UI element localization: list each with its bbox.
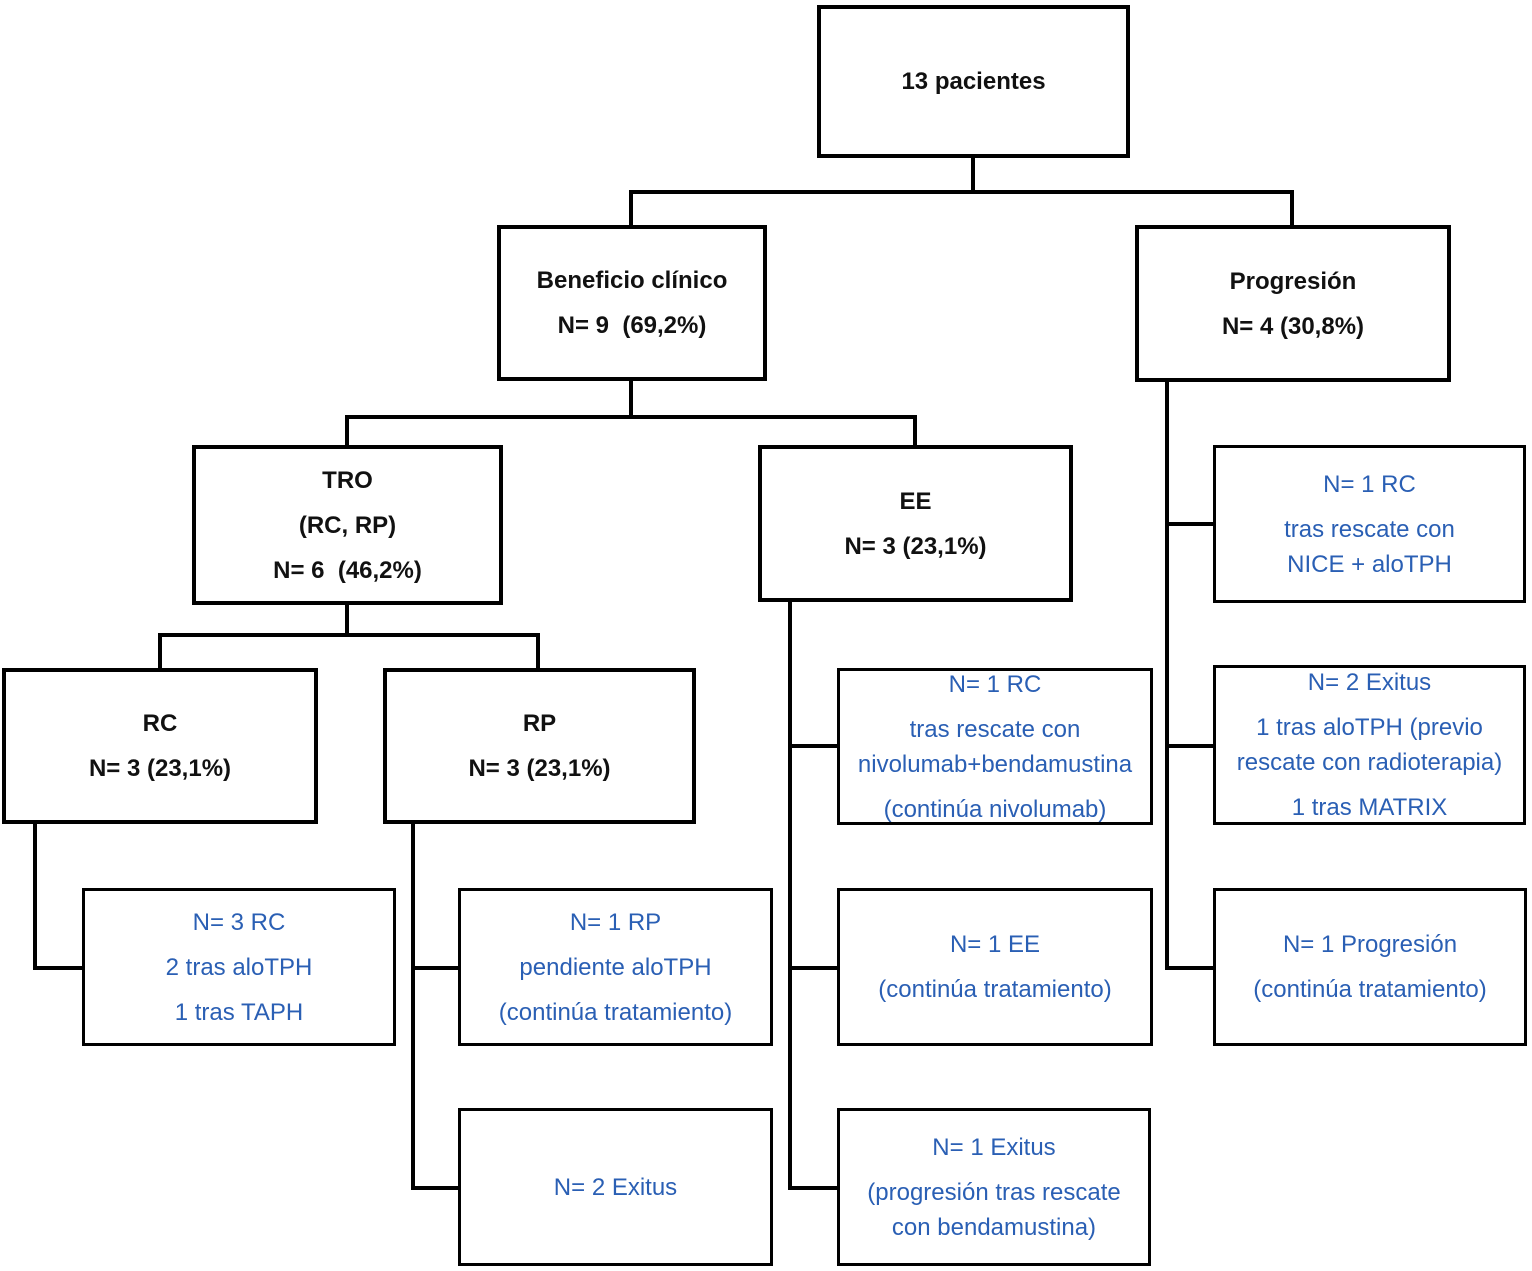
box-tro-subtitle: (RC, RP) (298, 511, 397, 539)
connector-tro-stem (345, 603, 349, 637)
box-rc-detail-2: 1 tras TAPH (174, 998, 304, 1026)
box-progresion-continua: N= 1 Progresión (continúa tratamiento) (1213, 888, 1527, 1046)
box-rp-pendiente-detail-2: (continúa tratamiento) (498, 998, 733, 1026)
box-rp-pendiente-count: N= 1 RP (569, 908, 662, 936)
box-rc-count: N= 3 (23,1%) (88, 755, 232, 782)
box-rescate-nice-detail-1: tras rescate con (1284, 515, 1455, 543)
box-ee-exitus-detail-2: con bendamustina) (891, 1213, 1097, 1241)
box-exitus-progresion-detail-3: 1 tras MATRIX (1291, 794, 1448, 821)
box-ee: EE N= 3 (23,1%) (758, 445, 1073, 602)
box-rescate-nivolumab-detail-1: tras rescate con (909, 715, 1081, 743)
box-rp-title: RP (522, 710, 557, 737)
connector-rc-detail-stub (33, 966, 82, 970)
box-exitus-progresion: N= 2 Exitus 1 tras aloTPH (previo rescat… (1213, 665, 1526, 825)
box-progresion-title: Progresión (1229, 267, 1357, 295)
connector-nice-stub (1165, 522, 1213, 526)
box-exitus-progresion-detail-2: rescate con radioterapia) (1236, 749, 1503, 776)
connector-ee-nivolumab-stub (788, 744, 837, 748)
box-rp-pendiente-detail-1: pendiente aloTPH (519, 953, 712, 981)
box-tro-count: N= 6 (46,2%) (273, 556, 422, 584)
box-rc-detail: N= 3 RC 2 tras aloTPH 1 tras TAPH (82, 888, 396, 1046)
box-rp: RP N= 3 (23,1%) (383, 668, 696, 824)
box-rc-detail-1: 2 tras aloTPH (165, 953, 313, 981)
box-ee-continua: N= 1 EE (continúa tratamiento) (837, 888, 1153, 1046)
box-rescate-nice: N= 1 RC tras rescate con NICE + aloTPH (1213, 445, 1526, 603)
box-beneficio-clinico: Beneficio clínico N= 9 (69,2%) (497, 225, 767, 381)
box-rp-exitus-count: N= 2 Exitus (553, 1173, 678, 1201)
box-progresion-continua-detail: (continúa tratamiento) (1253, 976, 1487, 1003)
box-rc-title: RC (142, 710, 178, 737)
box-rp-pendiente: N= 1 RP pendiente aloTPH (continúa trata… (458, 888, 773, 1046)
box-total-patients-label: 13 pacientes (901, 68, 1046, 95)
box-tro: TRO (RC, RP) N= 6 (46,2%) (192, 445, 503, 605)
box-rescate-nivolumab-detail-3: (continúa nivolumab) (883, 795, 1107, 823)
box-tro-title: TRO (322, 466, 373, 494)
connector-root-stem (971, 157, 975, 194)
connector-beneficio-stem (629, 381, 633, 419)
box-rescate-nivolumab-count: N= 1 RC (948, 670, 1042, 698)
connector-level1-hbar (629, 190, 1294, 194)
connector-ee-exitus-stub (788, 1186, 837, 1190)
box-progresion-count: N= 4 (30,8%) (1221, 312, 1365, 340)
connector-rp-exitus-stub (411, 1186, 458, 1190)
connector-level3-hbar (158, 633, 540, 637)
connector-rp-drop (536, 633, 540, 668)
box-beneficio-title: Beneficio clínico (536, 267, 728, 294)
box-progresion: Progresión N= 4 (30,8%) (1135, 225, 1451, 382)
connector-ee-descender (788, 600, 792, 1190)
box-rp-count: N= 3 (23,1%) (468, 755, 611, 782)
box-ee-exitus-count: N= 1 Exitus (932, 1133, 1056, 1161)
box-rc: RC N= 3 (23,1%) (2, 668, 318, 824)
connector-ee-drop (913, 415, 917, 445)
box-rescate-nice-detail-2: NICE + aloTPH (1287, 550, 1452, 578)
connector-progresion-continua-stub (1165, 966, 1213, 970)
connector-progresion-drop (1290, 190, 1294, 225)
connector-level2-hbar (345, 415, 917, 419)
connector-ee-continua-stub (788, 966, 837, 970)
connector-tro-drop (345, 415, 349, 445)
box-total-patients: 13 pacientes (817, 5, 1130, 158)
box-rescate-nice-count: N= 1 RC (1323, 470, 1416, 498)
connector-rp-descender (411, 822, 415, 1190)
connector-progresion-descender (1165, 380, 1169, 970)
box-exitus-progresion-count: N= 2 Exitus (1307, 669, 1432, 696)
connector-rc-descender (33, 822, 37, 970)
connector-exitus2-stub (1165, 744, 1213, 748)
box-rescate-nivolumab-detail-2: nivolumab+bendamustina (857, 750, 1133, 778)
connector-rp-pendiente-stub (411, 966, 458, 970)
connector-rc-drop (158, 633, 162, 668)
box-ee-exitus: N= 1 Exitus (progresión tras rescate con… (837, 1108, 1151, 1266)
box-ee-title: EE (899, 487, 932, 515)
box-progresion-continua-count: N= 1 Progresión (1282, 931, 1458, 958)
connector-beneficio-drop (629, 190, 633, 225)
box-rescate-nivolumab: N= 1 RC tras rescate con nivolumab+benda… (837, 668, 1153, 825)
box-rp-exitus: N= 2 Exitus (458, 1108, 773, 1266)
box-ee-count: N= 3 (23,1%) (844, 532, 987, 560)
box-ee-continua-detail: (continúa tratamiento) (878, 976, 1112, 1003)
box-ee-exitus-detail-1: (progresión tras rescate (867, 1178, 1121, 1206)
box-beneficio-count: N= 9 (69,2%) (557, 312, 707, 339)
box-rc-detail-count: N= 3 RC (192, 908, 286, 936)
box-ee-continua-count: N= 1 EE (949, 931, 1041, 958)
box-exitus-progresion-detail-1: 1 tras aloTPH (previo (1256, 714, 1483, 741)
